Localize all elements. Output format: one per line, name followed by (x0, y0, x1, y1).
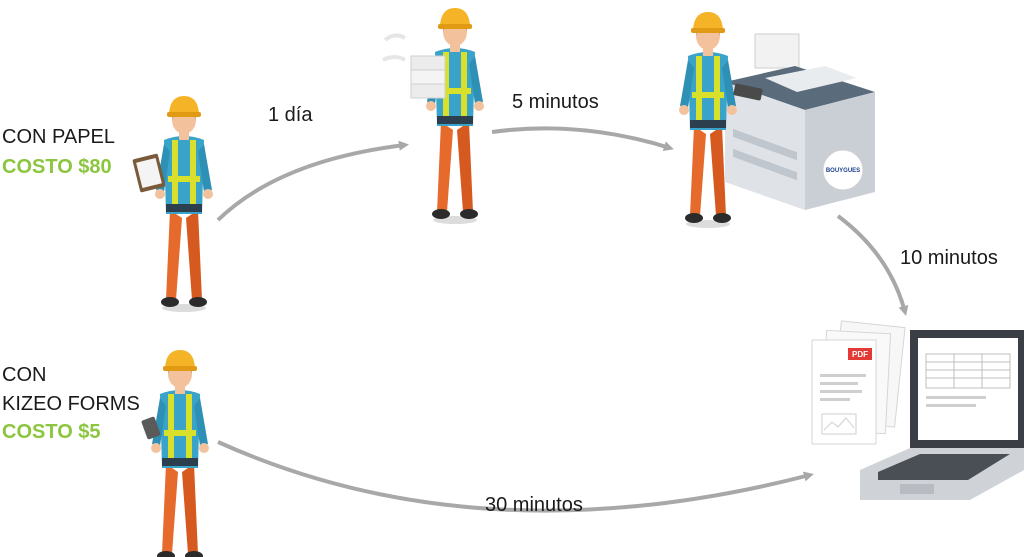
arrow-tablet-to-laptop (217, 440, 814, 513)
paper-label: CON PAPEL (2, 126, 115, 148)
arrow-paper-to-carrier (216, 140, 409, 222)
worker-carrying-paper-icon (382, 8, 484, 224)
arrow-carrier-to-copier (491, 126, 674, 151)
step-label-thirty: 30 minutos (485, 494, 583, 516)
kizeo-label-line1: CON (2, 364, 47, 386)
step-label-day: 1 día (268, 104, 313, 126)
copier-icon: BOUYGUES (725, 33, 875, 210)
worker-at-copier-icon (679, 12, 763, 228)
step-label-five: 5 minutos (512, 91, 599, 113)
worker-tablet-icon (141, 350, 209, 557)
kizeo-label-line2: KIZEO FORMS (2, 393, 140, 415)
copier-brand: BOUYGUES (826, 168, 860, 174)
kizeo-cost: COSTO $5 (2, 421, 101, 443)
step-label-ten: 10 minutos (900, 247, 998, 269)
paper-cost: COSTO $80 (2, 156, 112, 178)
worker-clipboard-icon (132, 96, 213, 312)
arrow-copier-to-laptop (836, 214, 909, 316)
pdf-documents-icon: PDF (811, 320, 906, 445)
laptop-icon (860, 330, 1024, 500)
pdf-badge: PDF (852, 350, 868, 359)
